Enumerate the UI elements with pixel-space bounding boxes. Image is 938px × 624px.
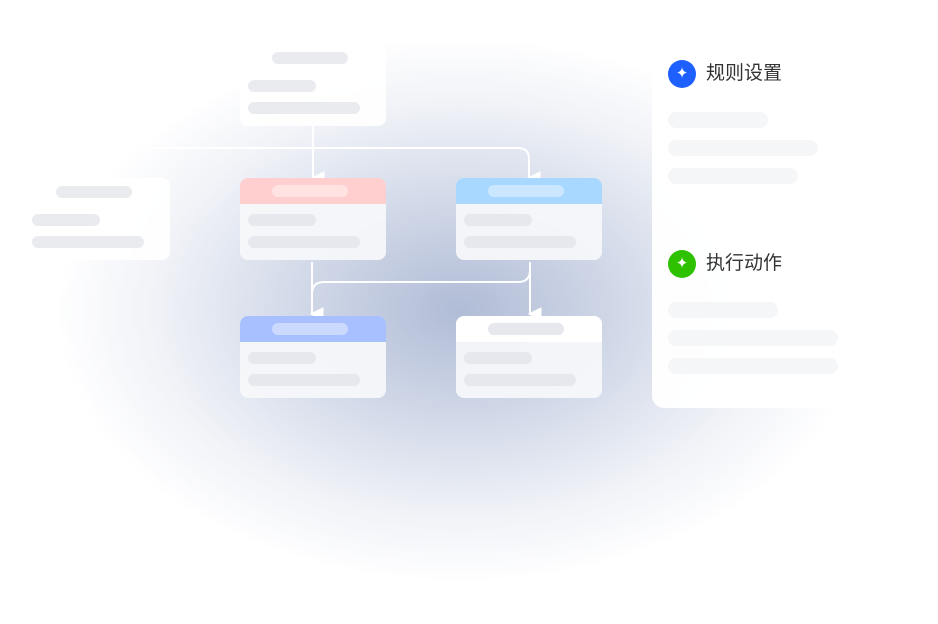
section-title-rule-settings: 规则设置 (706, 63, 783, 84)
placeholder-bar (248, 80, 316, 92)
placeholder-bar (668, 302, 778, 318)
placeholder-bar (272, 52, 348, 64)
placeholder-bar (248, 102, 360, 114)
placeholder-bar (668, 112, 768, 128)
placeholder-bar (668, 140, 818, 156)
connector-blue-to-purple (311, 262, 531, 295)
connector-top-branch (150, 147, 541, 185)
flow-card-blue (456, 178, 602, 260)
placeholder-bar (668, 330, 838, 346)
placeholder-bar (272, 185, 348, 197)
placeholder-bar (248, 374, 360, 386)
card-header (456, 178, 602, 204)
sparkle-icon: ✦ (668, 60, 696, 88)
placeholder-bar (272, 323, 348, 335)
placeholder-bar (248, 214, 316, 226)
placeholder-bar (56, 186, 132, 198)
placeholder-bar (464, 374, 576, 386)
placeholder-bar (248, 236, 360, 248)
flow-card-white (456, 316, 602, 398)
source-card-top (240, 44, 386, 126)
placeholder-bar (488, 185, 564, 197)
rules-panel (652, 40, 938, 408)
flow-card-red (240, 178, 386, 260)
flow-card-purple (240, 316, 386, 398)
card-header (456, 316, 602, 342)
card-header (240, 316, 386, 342)
placeholder-bar (32, 214, 100, 226)
placeholder-bar (32, 236, 144, 248)
placeholder-bar (464, 236, 576, 248)
placeholder-bar (488, 323, 564, 335)
card-header (240, 178, 386, 204)
placeholder-bar (668, 168, 798, 184)
placeholder-bar (668, 358, 838, 374)
section-title-actions: 执行动作 (706, 253, 783, 274)
placeholder-bar (464, 352, 532, 364)
sparkle-icon: ✦ (668, 250, 696, 278)
placeholder-bar (464, 214, 532, 226)
source-card-left (24, 178, 170, 260)
placeholder-bar (248, 352, 316, 364)
